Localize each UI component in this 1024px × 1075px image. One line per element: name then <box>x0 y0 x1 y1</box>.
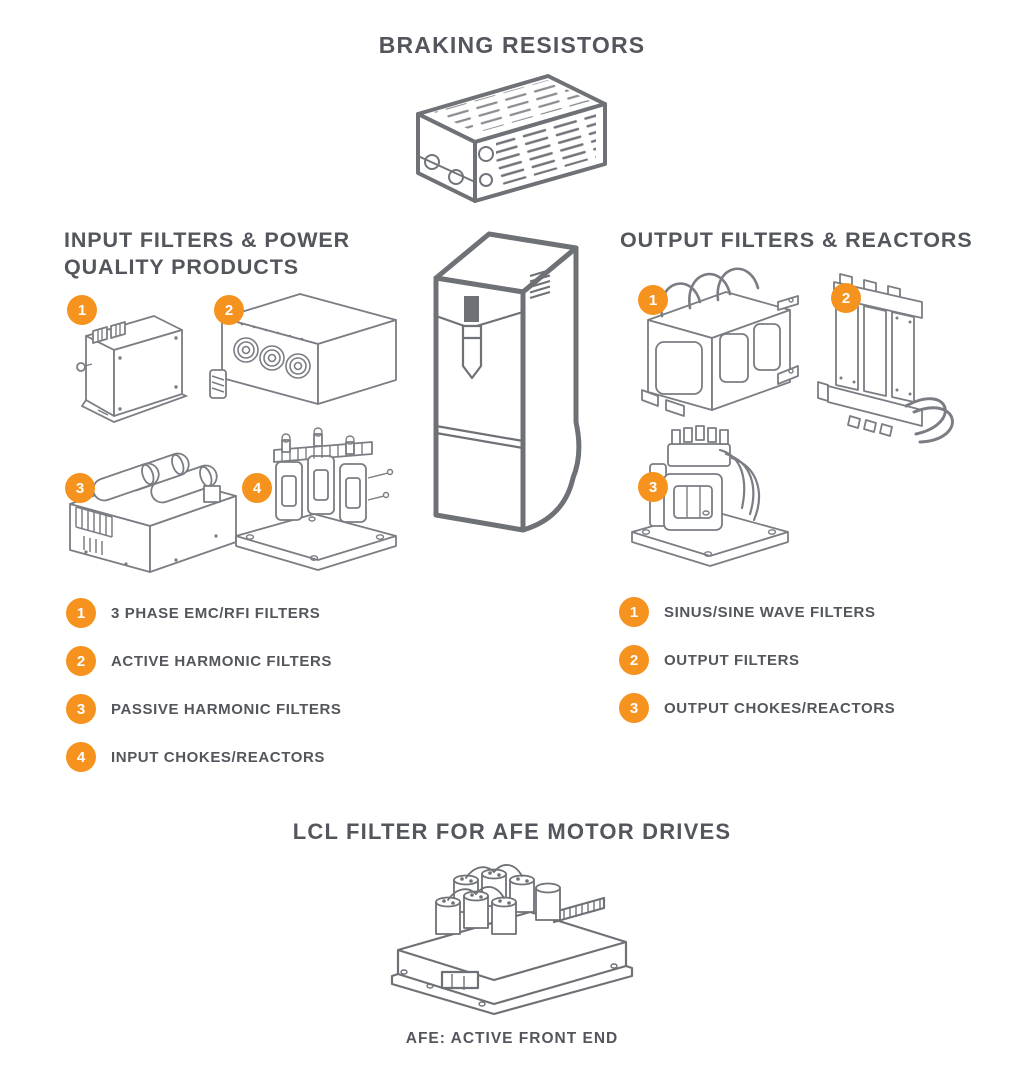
legend-item-input-1: 1 3 PHASE EMC/RFI FILTERS <box>66 598 342 628</box>
input-legend: 1 3 PHASE EMC/RFI FILTERS 2 ACTIVE HARMO… <box>66 598 342 772</box>
active-harmonic-filter-illustration <box>209 293 397 405</box>
product-badge-input-4: 4 <box>242 473 272 503</box>
product-badge-output-2: 2 <box>831 283 861 313</box>
legend-badge-input-4: 4 <box>66 742 96 772</box>
input-filters-title: INPUT FILTERS & POWER QUALITY PRODUCTS <box>64 228 351 279</box>
legend-label-input-2: ACTIVE HARMONIC FILTERS <box>111 652 333 670</box>
lcl-filter-illustration <box>390 864 634 1016</box>
legend-item-output-3: 3 OUTPUT CHOKES/REACTORS <box>619 693 895 723</box>
sine-wave-filter-illustration <box>641 267 799 417</box>
legend-badge-input-3: 3 <box>66 694 96 724</box>
lcl-filter-title: LCL FILTER FOR AFE MOTOR DRIVES <box>292 819 732 844</box>
braking-resistor-illustration <box>416 74 607 203</box>
afe-caption: AFE: ACTIVE FRONT END <box>405 1030 619 1047</box>
motor-drive-illustration <box>433 231 582 533</box>
product-badge-output-3: 3 <box>638 472 668 502</box>
legend-label-input-4: INPUT CHOKES/REACTORS <box>111 748 326 766</box>
legend-badge-input-1: 1 <box>66 598 96 628</box>
legend-badge-output-2: 2 <box>619 645 649 675</box>
output-legend: 1 SINUS/SINE WAVE FILTERS 2 OUTPUT FILTE… <box>619 597 895 723</box>
legend-label-input-1: 3 PHASE EMC/RFI FILTERS <box>111 604 321 622</box>
legend-badge-output-3: 3 <box>619 693 649 723</box>
legend-item-input-4: 4 INPUT CHOKES/REACTORS <box>66 742 342 772</box>
output-filters-title: OUTPUT FILTERS & REACTORS <box>620 228 973 252</box>
legend-item-input-3: 3 PASSIVE HARMONIC FILTERS <box>66 694 342 724</box>
product-badge-output-1: 1 <box>638 285 668 315</box>
legend-label-output-2: OUTPUT FILTERS <box>664 651 800 669</box>
emc-rfi-filter-illustration <box>76 315 189 423</box>
legend-label-output-1: SINUS/SINE WAVE FILTERS <box>664 603 876 621</box>
product-badge-input-1: 1 <box>67 295 97 325</box>
legend-item-output-2: 2 OUTPUT FILTERS <box>619 645 895 675</box>
legend-item-output-1: 1 SINUS/SINE WAVE FILTERS <box>619 597 895 627</box>
product-badge-input-3: 3 <box>65 473 95 503</box>
legend-label-output-3: OUTPUT CHOKES/REACTORS <box>664 699 896 717</box>
legend-badge-input-2: 2 <box>66 646 96 676</box>
legend-label-input-3: PASSIVE HARMONIC FILTERS <box>111 700 342 718</box>
input-choke-illustration <box>235 427 397 571</box>
product-badge-input-2: 2 <box>214 295 244 325</box>
braking-resistors-title: BRAKING RESISTORS <box>378 32 646 58</box>
passive-harmonic-filter-illustration <box>69 452 237 573</box>
legend-badge-output-1: 1 <box>619 597 649 627</box>
legend-item-input-2: 2 ACTIVE HARMONIC FILTERS <box>66 646 342 676</box>
